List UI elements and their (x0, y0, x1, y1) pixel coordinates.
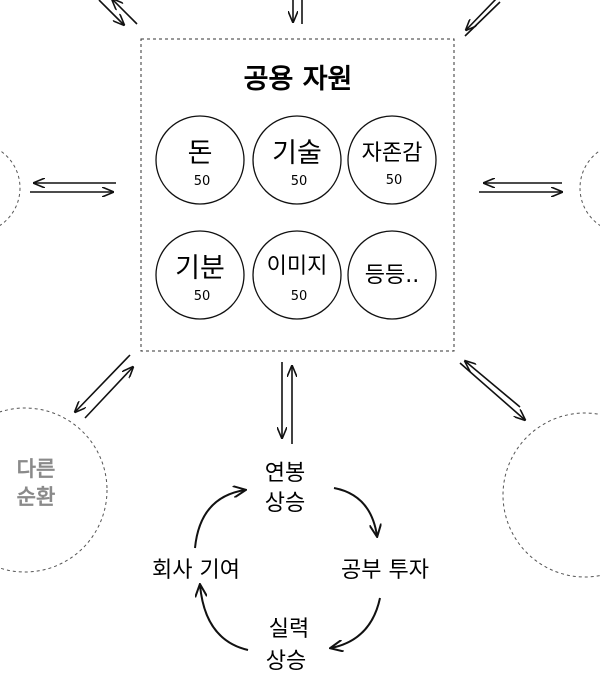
cycle-node-skill-up: 실력 상승 (266, 617, 309, 674)
other-cycle-line: 순환 (17, 485, 56, 509)
resource-label: 기술 (272, 138, 322, 169)
resource-self-esteem: 자존감 50 (347, 115, 437, 205)
cycle-arrow-to-contribution (200, 585, 249, 651)
resource-value: 50 (194, 289, 211, 304)
resource-label: 돈 (188, 138, 213, 169)
resource-label: 자존감 (362, 141, 423, 166)
cycle-node-line: 공부 투자 (341, 558, 429, 583)
cycle-node-line: 상승 (265, 491, 305, 516)
other-cycle-line: 다른 (17, 457, 56, 481)
other-cycle-left-circle (0, 149, 21, 227)
cycle-node-company-contribution: 회사 기여 (152, 558, 240, 583)
exchange-arrows-bottom-left (75, 354, 133, 419)
other-cycle-bottom-left-circle (0, 407, 108, 573)
resource-image: 이미지 50 (252, 230, 342, 320)
exchange-arrows-bottom-right (459, 361, 525, 420)
shared-resource-box (140, 38, 455, 352)
resource-value: 50 (194, 174, 211, 189)
resource-value: 50 (291, 289, 308, 304)
cycle-node-line: 회사 기여 (152, 558, 240, 583)
cycle-arrow-to-skill (331, 597, 381, 648)
resource-etc: 등등.. (347, 230, 437, 320)
resource-label: 기분 (175, 253, 225, 284)
cycle-arrow-to-salary (194, 490, 245, 549)
resource-money: 돈 50 (155, 115, 245, 205)
other-cycle-label: 다른 순환 (17, 457, 56, 509)
pool-title: 공용 자원 (244, 64, 353, 95)
cycle-node-study-investment: 공부 투자 (341, 558, 429, 583)
cycle-node-line: 연봉 (265, 461, 305, 486)
resource-value: 50 (291, 174, 308, 189)
resource-value: 50 (386, 173, 403, 188)
other-cycle-bottom-right-circle (502, 412, 600, 578)
exchange-arrows-left (30, 183, 116, 192)
cycle-node-salary-up: 연봉 상승 (265, 461, 305, 516)
exchange-arrows-top-left (98, 0, 138, 25)
exchange-arrows-right (479, 183, 562, 192)
cycle-node-line: 실력 (269, 617, 309, 642)
resource-mood: 기분 50 (155, 230, 245, 320)
exchange-arrows-top-right (465, 0, 501, 37)
cycle-arrow-to-study (333, 487, 377, 536)
exchange-arrows-bottom (282, 362, 292, 444)
exchange-arrows-top (293, 0, 303, 24)
other-cycle-right-circle (579, 149, 600, 227)
resource-label: 이미지 (267, 254, 328, 279)
cycle-arrows (194, 487, 381, 651)
resource-skill: 기술 50 (252, 115, 342, 205)
resource-label: 등등.. (365, 263, 419, 288)
cycle-node-line: 상승 (266, 649, 306, 674)
